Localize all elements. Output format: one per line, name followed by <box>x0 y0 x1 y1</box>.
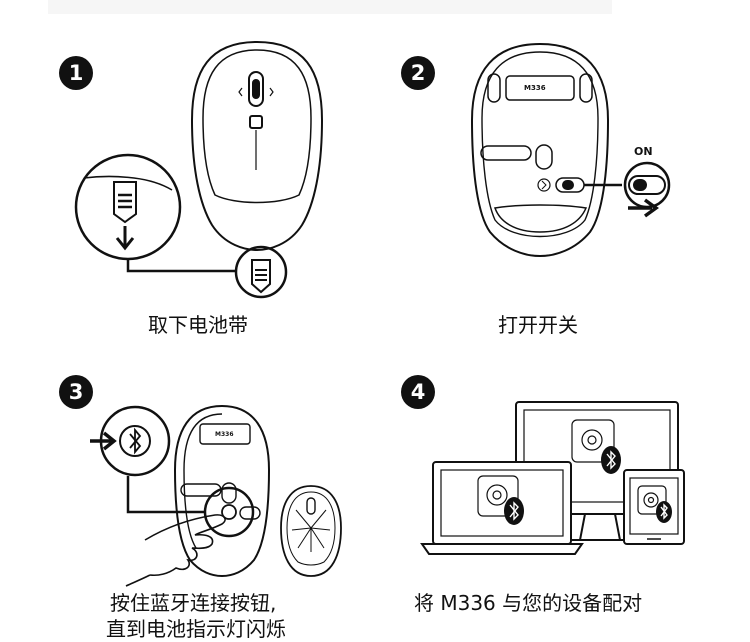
monitor-icon <box>515 401 679 541</box>
gear-icon <box>477 419 667 517</box>
step-3-caption-line2: 直到电池指示灯闪烁 <box>106 617 286 641</box>
step-4-badge: 4 <box>401 375 435 409</box>
step-1-badge: 1 <box>59 56 93 90</box>
mouse-model-label: M336 <box>524 84 546 92</box>
step-3-badge: 3 <box>59 375 93 409</box>
power-switch-icon <box>623 161 671 209</box>
step-1-caption: 取下电池带 <box>148 313 248 337</box>
mouse-bottom-icon <box>470 42 610 258</box>
top-strip <box>48 0 612 14</box>
mouse-glow-icon <box>280 485 342 577</box>
battery-tab-icon <box>113 181 137 224</box>
hand-icon <box>144 514 226 577</box>
arrow-right-icon <box>628 198 659 218</box>
mouse-top-icon <box>190 40 324 252</box>
arrow-down-icon <box>115 226 135 251</box>
step-2-badge: 2 <box>401 56 435 90</box>
tablet-icon <box>623 469 685 545</box>
bluetooth-icon <box>119 425 151 457</box>
step-4-caption: 将 M336 与您的设备配对 <box>414 591 643 615</box>
step-2-caption: 打开开关 <box>498 313 578 337</box>
step-3-caption-line1: 按住蓝牙连接按钮, <box>110 591 277 615</box>
on-label: ON <box>634 145 653 158</box>
mouse-model-label-3: M336 <box>215 431 234 438</box>
